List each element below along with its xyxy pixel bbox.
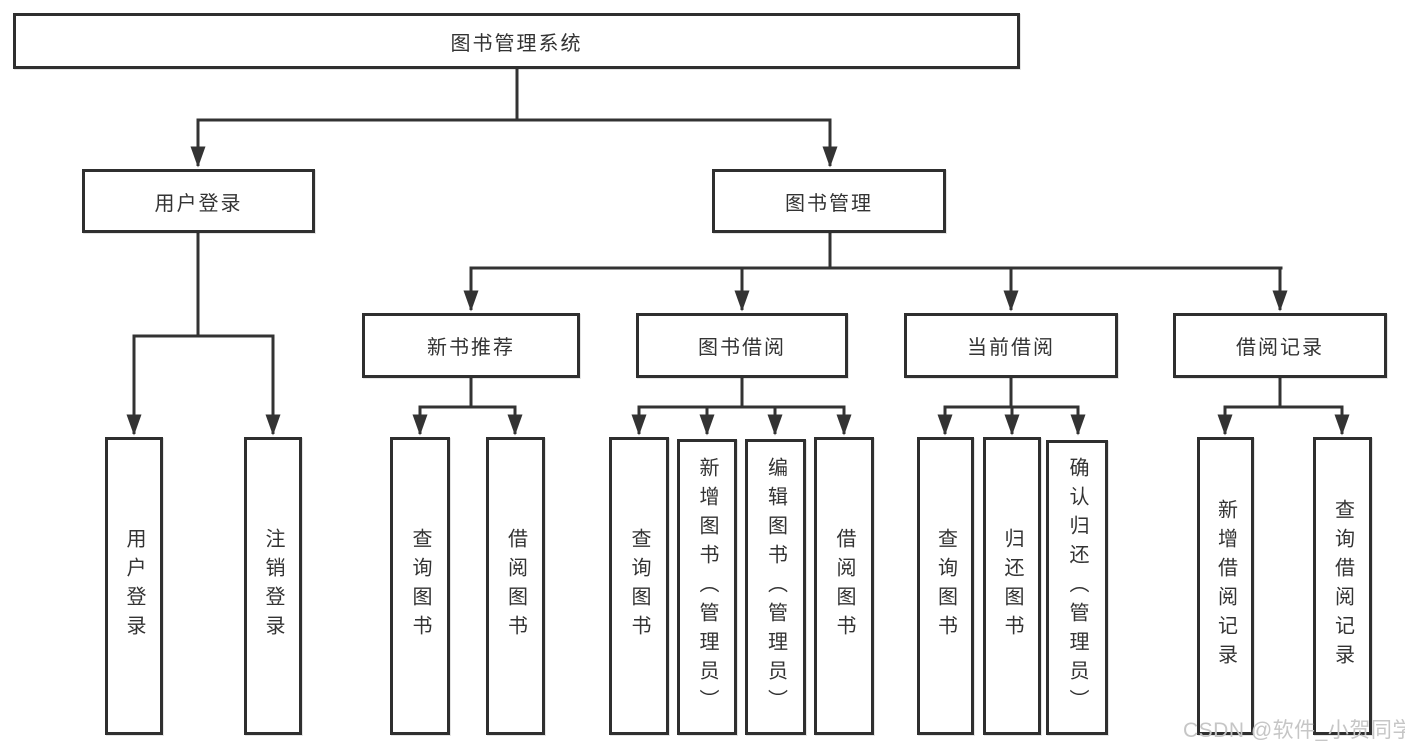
node-book-management-label: 图书管理 (785, 192, 873, 215)
node-current-query-books: 查询图书 (917, 437, 974, 735)
node-login-user: 用户登录 (105, 437, 163, 735)
node-current-return-books: 归还图书 (983, 437, 1041, 735)
node-records-query-record: 查询借阅记录 (1313, 437, 1372, 735)
node-borrow-borrow-books-label: 借阅图书 (833, 528, 855, 644)
node-recommend-borrow-books: 借阅图书 (486, 437, 545, 735)
node-book-management: 图书管理 (712, 169, 946, 233)
node-login-logout: 注销登录 (244, 437, 302, 735)
node-login-user-label: 用户登录 (123, 528, 145, 644)
node-current-borrow: 当前借阅 (904, 313, 1118, 378)
node-new-book-recommend-label: 新书推荐 (427, 337, 515, 359)
csdn-watermark: CSDN @软件_小贺同学 (1183, 719, 1405, 742)
node-recommend-borrow-books-label: 借阅图书 (504, 528, 527, 644)
node-borrow-add-books-admin-label: 新增图书（管理员） (696, 456, 718, 718)
node-recommend-query-books-label: 查询图书 (409, 528, 431, 644)
node-recommend-query-books: 查询图书 (390, 437, 450, 735)
node-root: 图书管理系统 (13, 13, 1020, 69)
node-current-confirm-return-admin-label: 确认归还（管理员） (1066, 457, 1088, 718)
node-user-login-label: 用户登录 (154, 192, 243, 215)
node-book-borrow: 图书借阅 (636, 313, 848, 378)
node-borrow-query-books: 查询图书 (609, 437, 669, 735)
node-borrow-edit-books-admin-label: 编辑图书（管理员） (764, 456, 787, 718)
node-records-add-record-label: 新增借阅记录 (1214, 499, 1237, 673)
node-book-borrow-label: 图书借阅 (698, 337, 786, 359)
node-current-query-books-label: 查询图书 (934, 528, 957, 644)
node-borrow-query-books-label: 查询图书 (628, 528, 650, 644)
node-borrow-borrow-books: 借阅图书 (814, 437, 874, 735)
node-records-add-record: 新增借阅记录 (1197, 437, 1254, 735)
node-new-book-recommend: 新书推荐 (362, 313, 580, 378)
node-records-query-record-label: 查询借阅记录 (1331, 499, 1354, 673)
node-current-confirm-return-admin: 确认归还（管理员） (1046, 440, 1108, 735)
node-current-return-books-label: 归还图书 (1001, 528, 1023, 644)
node-borrow-add-books-admin: 新增图书（管理员） (677, 439, 737, 735)
node-borrow-edit-books-admin: 编辑图书（管理员） (745, 439, 806, 735)
node-borrow-records: 借阅记录 (1173, 313, 1387, 378)
node-root-label: 图书管理系统 (450, 32, 583, 55)
node-login-logout-label: 注销登录 (262, 528, 284, 644)
node-current-borrow-label: 当前借阅 (967, 337, 1055, 359)
node-user-login: 用户登录 (82, 169, 315, 233)
node-borrow-records-label: 借阅记录 (1236, 337, 1324, 359)
